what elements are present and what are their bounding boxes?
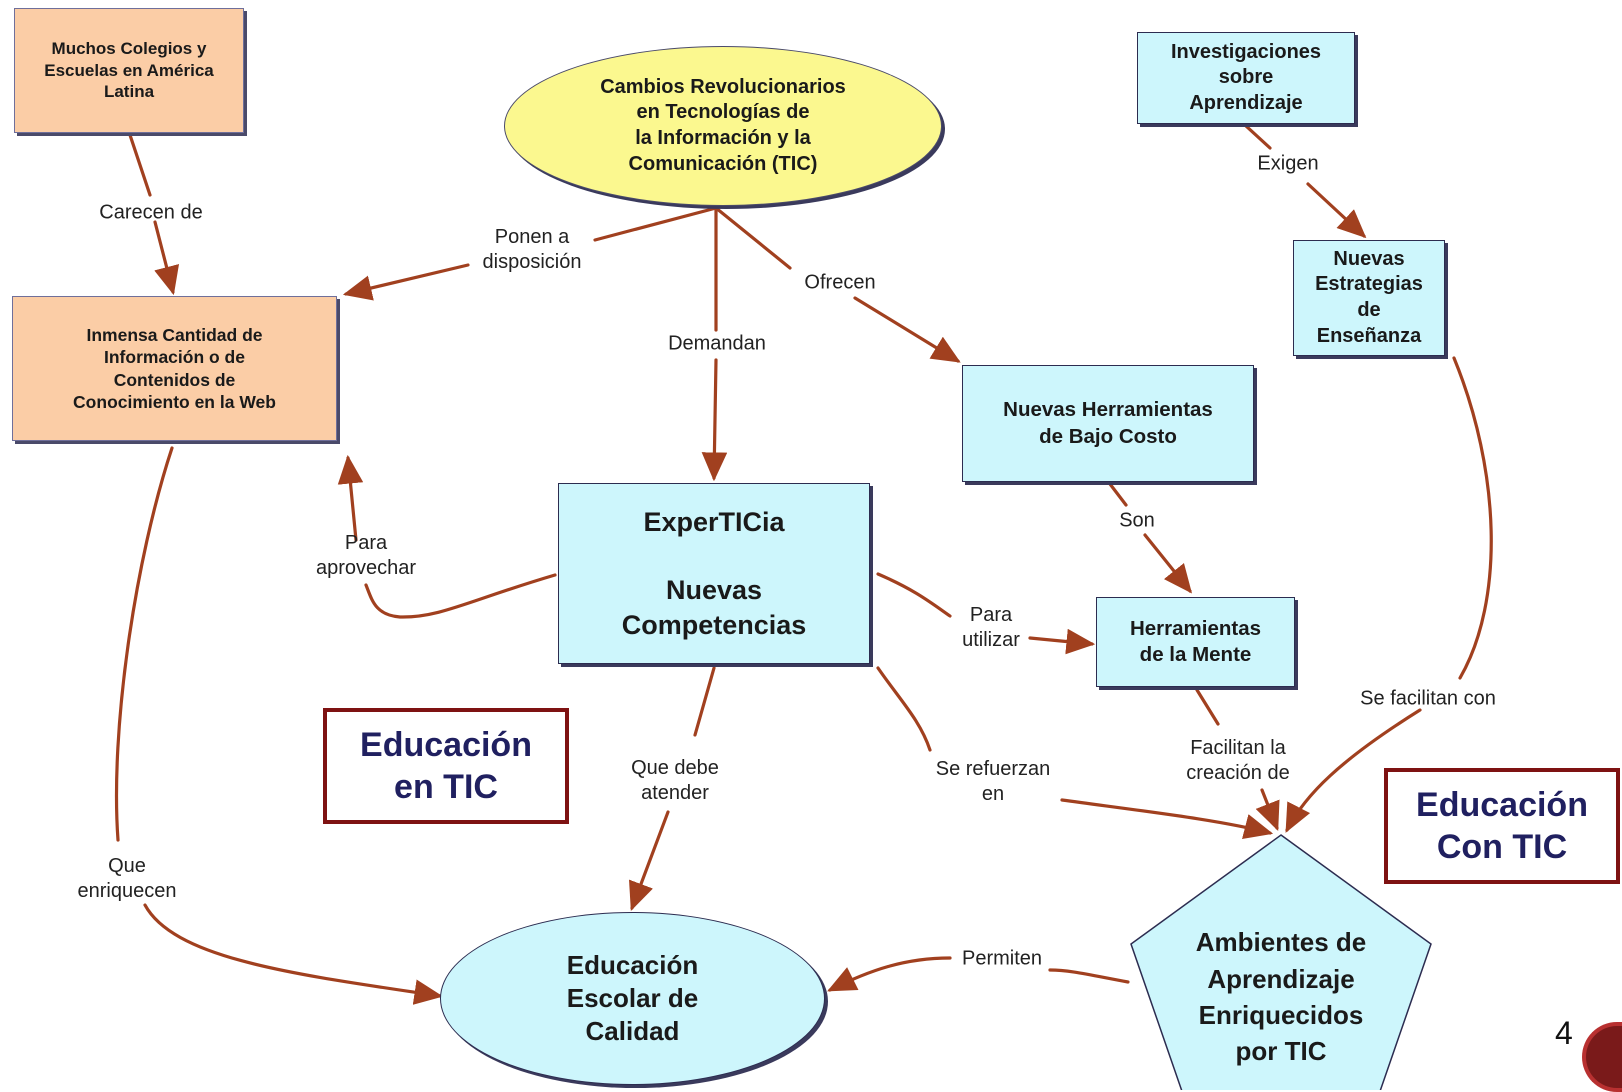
label-para-utilizar: Para utilizar (962, 604, 1020, 651)
page-number: 4 (1555, 1015, 1573, 1051)
ambientes-pentagon (1130, 834, 1432, 1090)
label-ofrecen: Ofrecen (804, 271, 876, 294)
node-cambios-text: Cambios Revolucionarios en Tecnologías d… (600, 75, 846, 175)
node-nuevas-estrategias: Nuevas Estrategias de Enseñanza (1293, 240, 1445, 356)
arrow-enriquecen (114, 446, 440, 996)
node-inmensa-cantidad: Inmensa Cantidad de Información o de Con… (12, 296, 337, 441)
badge-educacion-en-tic: Educación en TIC (323, 708, 569, 824)
arrow-carecen (128, 133, 173, 292)
node-ambientes-text: Ambientes de Aprendizaje Enriquecidos po… (1195, 927, 1367, 1067)
label-demandan: Demandan (668, 332, 766, 355)
node-inmensa-text: Inmensa Cantidad de Información o de Con… (73, 324, 276, 412)
node-estrategias-text: Nuevas Estrategias de Enseñanza (1315, 247, 1423, 347)
node-investigaciones: Investigaciones sobre Aprendizaje (1137, 32, 1355, 124)
label-carecen: Carecen de (99, 201, 203, 224)
label-se-refuerzan: Se refuerzan en (935, 758, 1051, 805)
node-herramientas-mente-text: Herramientas de la Mente (1129, 616, 1262, 666)
node-herramientas-mente: Herramientas de la Mente (1096, 597, 1295, 687)
label-permiten: Permiten (961, 947, 1043, 970)
arrow-exigen (1244, 124, 1364, 236)
node-experticia-title: ExperTICia (643, 506, 785, 537)
badge-en-tic-text: Educación en TIC (360, 725, 532, 807)
arrow-ponen (346, 206, 718, 294)
label-se-facilitan: Se facilitan con (1360, 687, 1496, 710)
node-experticia-subtitle: Nuevas Competencias (621, 575, 807, 640)
label-que-enriquecen: Que enriquecen (77, 855, 177, 902)
node-investigaciones-text: Investigaciones sobre Aprendizaje (1170, 40, 1322, 114)
node-herramientas-costo-text: Nuevas Herramientas de Bajo Costo (1003, 398, 1213, 448)
label-exigen: Exigen (1257, 152, 1319, 175)
node-cambios-revolucionarios: Cambios Revolucionarios en Tecnologías d… (504, 46, 942, 206)
arrow-aprovechar (348, 458, 557, 619)
arrow-ofrecen (714, 206, 958, 361)
arrow-refuerzan (876, 666, 1270, 833)
node-experticia: ExperTICia Nuevas Competencias (558, 483, 870, 664)
arrow-demandan (714, 206, 716, 478)
node-ambientes-aprendizaje: Ambientes de Aprendizaje Enriquecidos po… (1150, 912, 1412, 1082)
label-que-debe: Que debe atender (631, 757, 719, 804)
label-ponen: Ponen a disposición (482, 226, 582, 273)
badge-con-tic-text: Educación Con TIC (1416, 785, 1588, 867)
node-educacion-calidad-text: Educación Escolar de Calidad (566, 949, 699, 1047)
node-colegios: Muchos Colegios y Escuelas en América La… (14, 8, 244, 133)
node-colegios-text: Muchos Colegios y Escuelas en América La… (44, 38, 214, 102)
arrow-se-facilitan (1287, 356, 1493, 830)
arrow-utilizar (876, 572, 1092, 644)
label-son: Son (1119, 509, 1155, 532)
node-educacion-calidad: Educación Escolar de Calidad (440, 912, 825, 1085)
arrow-permiten (830, 956, 1130, 990)
arrow-son (1108, 482, 1190, 591)
label-facilitan-creacion: Facilitan la creación de (1186, 737, 1290, 784)
node-herramientas-bajo-costo: Nuevas Herramientas de Bajo Costo (962, 365, 1254, 482)
badge-educacion-con-tic: Educación Con TIC (1384, 768, 1620, 884)
arrow-que-debe (632, 666, 716, 908)
label-para-aprovechar: Para aprovechar (315, 532, 417, 579)
